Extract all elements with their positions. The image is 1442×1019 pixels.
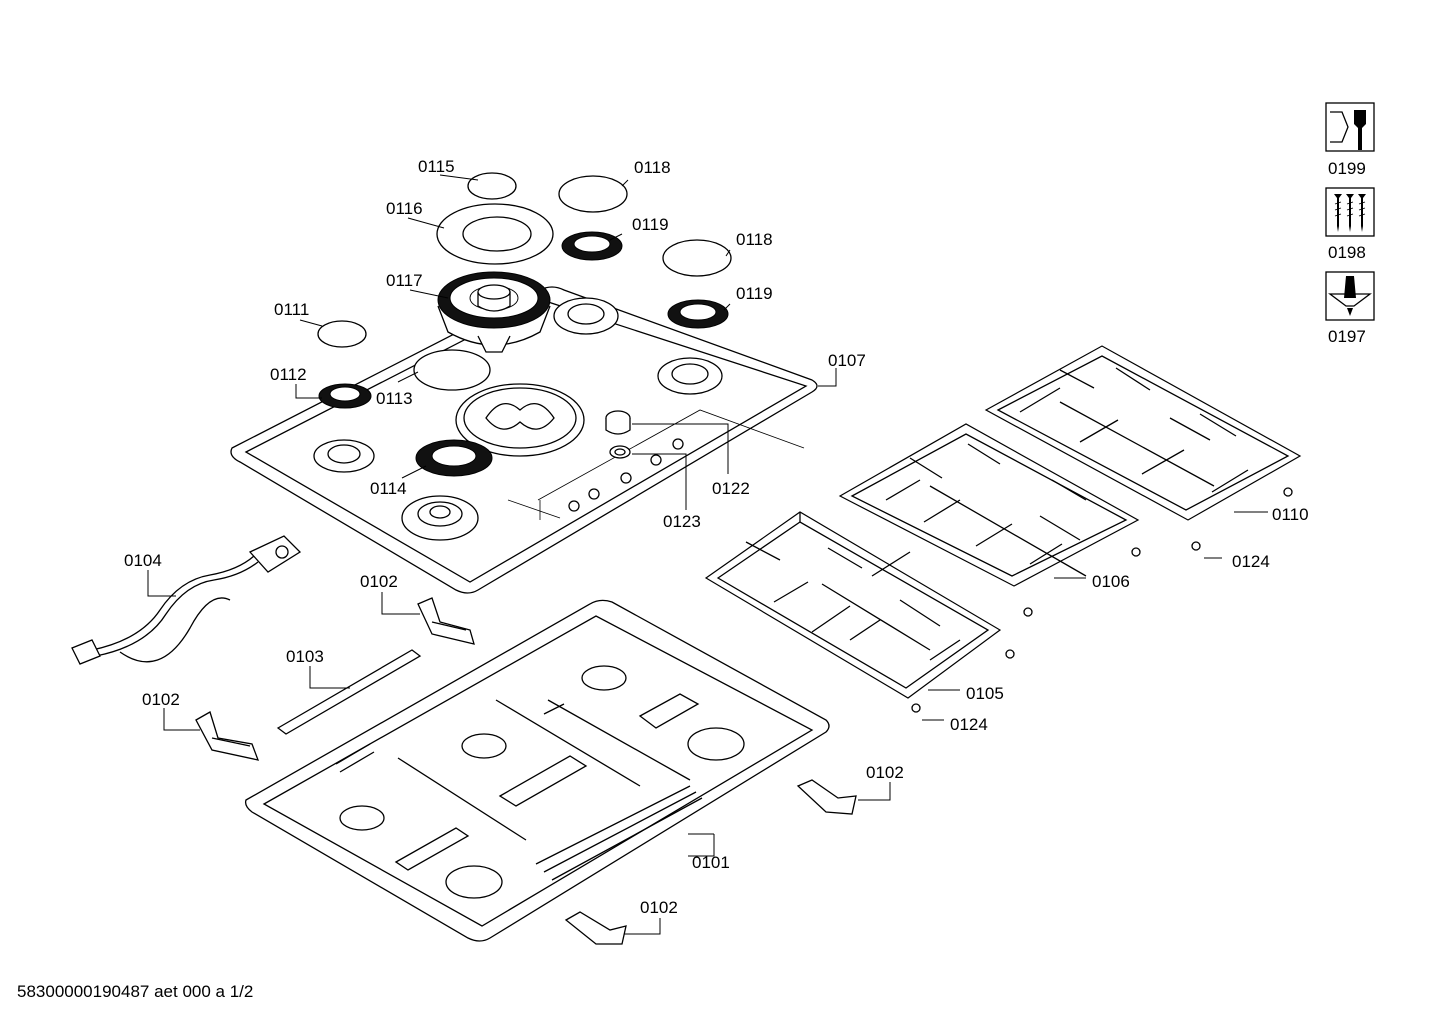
callout-0118-a: 0118 [634, 158, 671, 177]
legend-label-0198: 0198 [1328, 243, 1366, 262]
burner-base-left [313, 439, 375, 473]
callout-0115: 0115 [418, 157, 455, 176]
callout-0124-b: 0124 [950, 715, 988, 734]
burner-base-right [657, 357, 723, 395]
callout-0123: 0123 [663, 512, 701, 531]
callout-0110: 0110 [1272, 505, 1309, 524]
bracket-0102-left [195, 711, 260, 761]
callout-0112: 0112 [270, 365, 307, 384]
legend-label-0197: 0197 [1328, 327, 1366, 346]
pan-support-0105 [704, 511, 1002, 699]
bracket-0102-bottom [564, 911, 627, 945]
callout-0117: 0117 [386, 271, 423, 290]
rubber-feet [911, 487, 1293, 713]
leader-lines [147, 174, 1268, 935]
knob-0123 [609, 445, 631, 459]
base-tray-0101 [244, 599, 830, 942]
cap-0118-top [558, 175, 628, 213]
wok-burner-0117 [437, 271, 551, 353]
pan-support-0106 [838, 423, 1140, 587]
burner-base-rear [553, 297, 619, 335]
knob-0122 [605, 410, 631, 435]
callout-0119-b: 0119 [736, 284, 773, 303]
burner-0119-rear [561, 231, 623, 261]
callout-0122: 0122 [712, 479, 750, 498]
callout-0103: 0103 [286, 647, 324, 666]
legend-label-0199: 0199 [1328, 159, 1366, 178]
cap-0111 [317, 320, 367, 348]
grease-tube-icon [1325, 271, 1375, 321]
callout-0107: 0107 [828, 351, 866, 370]
burner-base-front [401, 495, 479, 541]
callout-0118-b: 0118 [736, 230, 773, 249]
control-panel-holes [568, 438, 684, 512]
strip-0103 [276, 649, 422, 735]
callout-0111: 0111 [274, 300, 309, 319]
power-cord-0104 [71, 535, 302, 665]
wrench-nut-icon [1325, 102, 1375, 152]
callout-0113: 0113 [376, 389, 413, 408]
callout-0104: 0104 [124, 551, 162, 570]
callout-0102-d: 0102 [640, 898, 678, 917]
callout-0102-c: 0102 [866, 763, 904, 782]
callout-0102-b: 0102 [142, 690, 180, 709]
cap-0118-right [662, 239, 732, 277]
pan-support-0110 [984, 345, 1302, 521]
burner-0114 [415, 439, 493, 477]
callout-0119-a: 0119 [632, 215, 669, 234]
callout-0105: 0105 [966, 684, 1004, 703]
bracket-0102-top [417, 597, 475, 645]
burner-0112 [318, 383, 372, 409]
bracket-0102-right [796, 779, 857, 815]
document-footer: 58300000190487 aet 000 a 1/2 [17, 982, 254, 1001]
wok-burner-base [455, 383, 585, 457]
cap-0115 [467, 172, 517, 200]
burner-cap-0113 [413, 349, 491, 391]
callout-0102-a: 0102 [360, 572, 398, 591]
callout-0114: 0114 [370, 479, 407, 498]
callout-0116: 0116 [386, 199, 423, 218]
callout-labels: 0115 0116 0117 0118 0119 0118 0119 0111 … [124, 157, 1309, 917]
burner-0119-right [667, 299, 729, 329]
callout-0106: 0106 [1092, 572, 1130, 591]
callout-0124-a: 0124 [1232, 552, 1270, 571]
screws-icon [1325, 187, 1375, 237]
ring-0116 [436, 203, 554, 265]
callout-0101: 0101 [692, 853, 730, 872]
